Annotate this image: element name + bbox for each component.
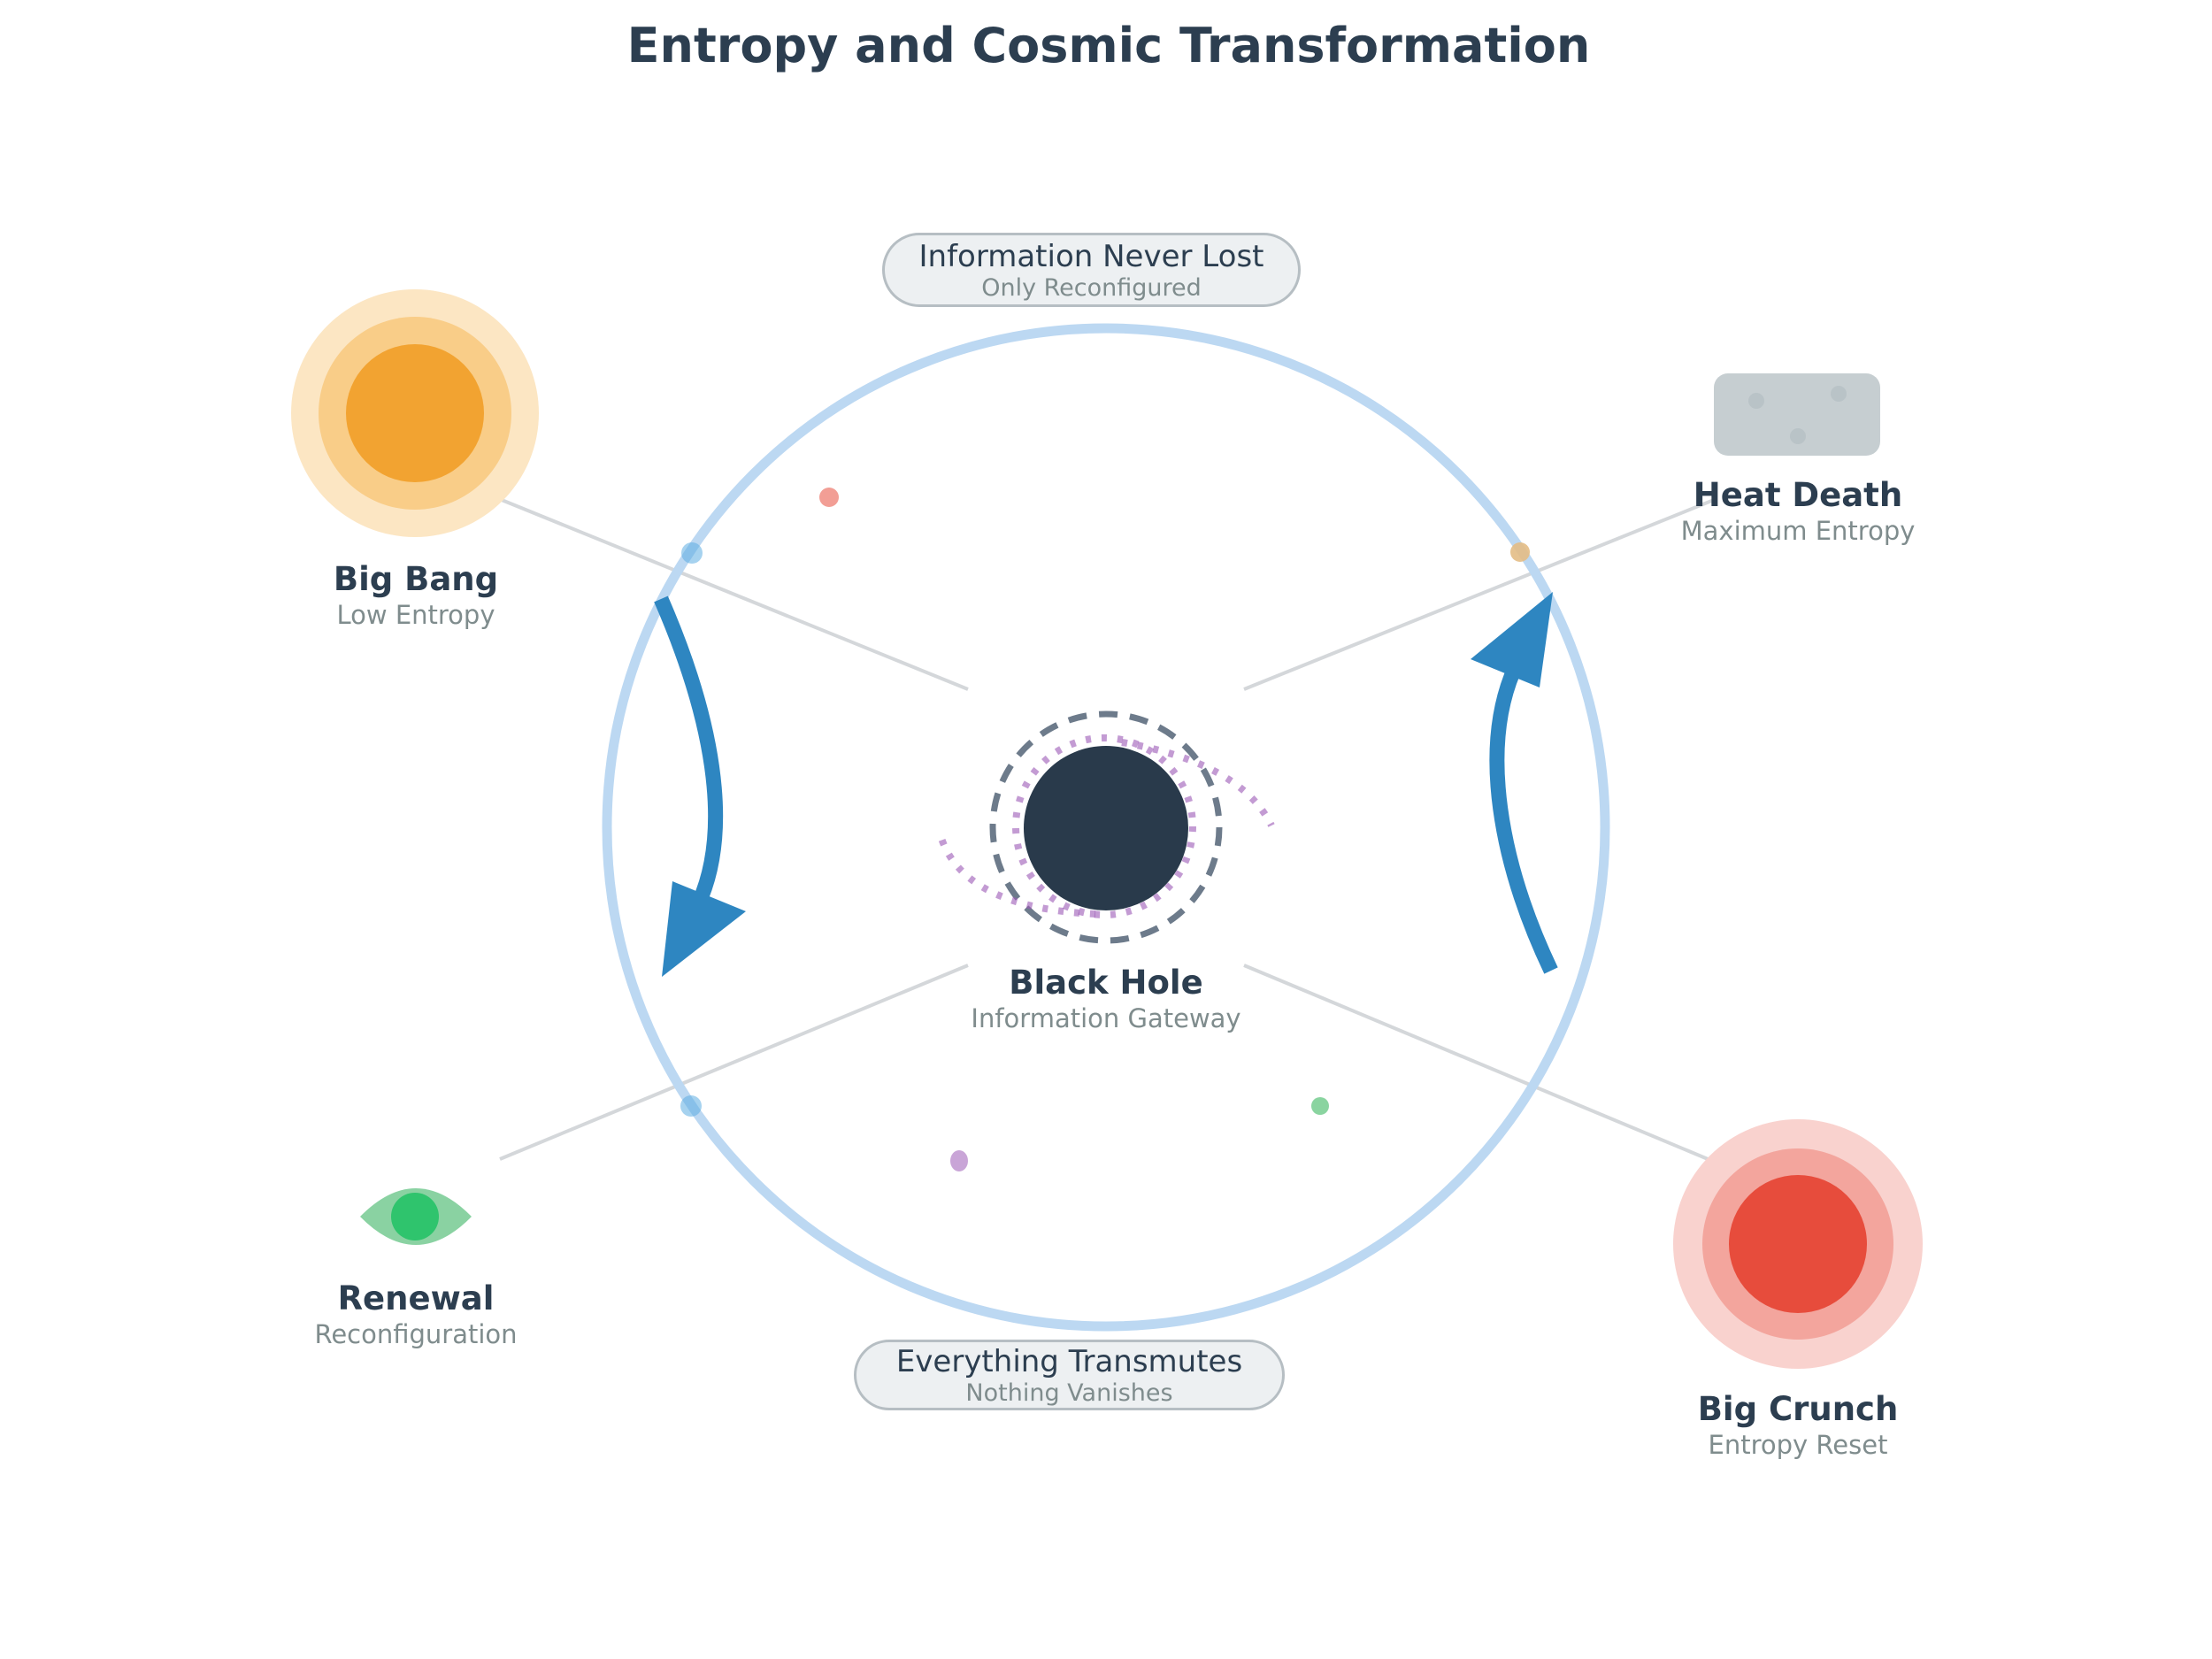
heat-death-speckle — [1748, 393, 1764, 409]
heat-death-label: Heat Death — [1693, 476, 1903, 514]
bottom-banner-pill: Everything Transmutes Nothing Vanishes — [854, 1340, 1285, 1410]
heat-death-sublabel: Maximum Entropy — [1680, 516, 1916, 546]
big-crunch-label-group: Big Crunch Entropy Reset — [1698, 1389, 1899, 1461]
particle-dot-blue-bottom — [680, 1095, 702, 1117]
black-hole-core — [1024, 746, 1188, 910]
page-title: Entropy and Cosmic Transformation — [626, 18, 1591, 73]
right-cycle-arrowhead-icon — [1471, 592, 1553, 687]
big-bang-label-group: Big Bang Low Entropy — [334, 559, 498, 631]
connector-line-big-bang — [496, 496, 969, 691]
heat-death-label-group: Heat Death Maximum Entropy — [1681, 475, 1916, 547]
bottom-banner-label: Everything Transmutes — [895, 1343, 1243, 1379]
top-banner-label: Information Never Lost — [918, 238, 1264, 274]
particle-dot-salmon — [819, 488, 839, 507]
accretion-spiral-ring — [1012, 734, 1196, 918]
black-hole-label-group: Black Hole Information Gateway — [971, 963, 1240, 1034]
big-bang-label: Big Bang — [333, 560, 499, 598]
left-cycle-arrow-arc — [654, 595, 724, 906]
black-hole-icon — [936, 710, 1275, 944]
heat-death-speckle — [1831, 386, 1847, 402]
left-cycle-arrowhead-icon — [662, 881, 746, 977]
right-cycle-arrow-arc — [1489, 664, 1558, 974]
connector-line-big-crunch — [1243, 964, 1713, 1163]
sun-core-circle — [346, 344, 484, 482]
big-bang-sun-icon — [291, 289, 539, 537]
particle-dot-blue-top — [681, 542, 703, 564]
top-banner-pill: Information Never Lost Only Reconfigured — [882, 233, 1301, 307]
renewal-label: Renewal — [337, 1279, 495, 1317]
connector-line-heat-death — [1243, 498, 1715, 691]
renewal-label-group: Renewal Reconfiguration — [314, 1279, 517, 1350]
eye-pupil — [391, 1193, 439, 1240]
bottom-banner-sublabel: Nothing Vanishes — [965, 1379, 1173, 1407]
renewal-sublabel: Reconfiguration — [314, 1319, 518, 1349]
accretion-spiral-arm-right — [1121, 739, 1275, 827]
top-banner-sublabel: Only Reconfigured — [981, 273, 1202, 302]
particle-dot-tan — [1510, 542, 1530, 562]
big-bang-sublabel: Low Entropy — [336, 600, 495, 630]
heat-death-cloud-icon — [1714, 373, 1880, 456]
heat-death-speckle — [1790, 428, 1806, 444]
black-hole-sublabel: Information Gateway — [971, 1003, 1241, 1033]
black-hole-label: Black Hole — [1009, 964, 1203, 1002]
big-crunch-label: Big Crunch — [1697, 1390, 1899, 1428]
big-crunch-sublabel: Entropy Reset — [1708, 1430, 1888, 1460]
connector-line-renewal — [499, 964, 969, 1161]
big-crunch-star-icon — [1673, 1119, 1923, 1369]
accretion-spiral-arm-left — [936, 831, 1096, 918]
particle-dot-green — [1311, 1097, 1329, 1115]
renewal-eye-icon — [360, 1188, 472, 1245]
particle-dot-purple — [950, 1150, 968, 1171]
event-horizon-dashed-ring — [989, 710, 1223, 944]
crunch-core-circle — [1729, 1175, 1867, 1313]
cosmic-cycle-circle — [602, 323, 1610, 1332]
